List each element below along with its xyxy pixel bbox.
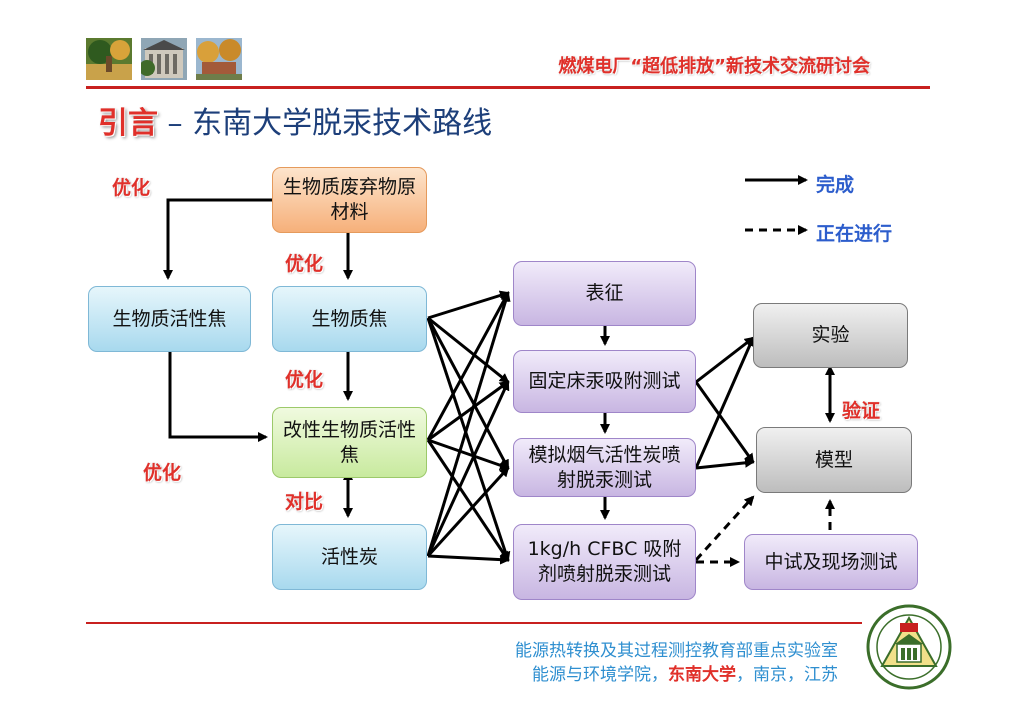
box-pilot: 中试及现场测试 [744,534,918,590]
footer-affiliation-pre: 能源与环境学院， [532,665,668,685]
box-model: 模型 [756,427,912,493]
legend-done-label: 完成 [816,174,855,196]
university-seal-logo [866,604,952,690]
conference-title: 燃煤电厂“超低排放”新技术交流研讨会 [558,56,870,77]
box-cfbc: 1kg/h CFBC 吸附剂喷射脱汞测试 [513,524,696,600]
footer-university: 东南大学 [668,665,736,685]
footer-affiliation: 能源与环境学院，东南大学，南京，江苏 [532,660,838,685]
box-activated-carbon: 活性炭 [272,524,427,590]
box-simulated-flue: 模拟烟气活性炭喷射脱汞测试 [513,438,696,497]
label-compare: 对比 [285,491,324,513]
box-modified-char: 改性生物质活性焦 [272,407,427,478]
label-verify: 验证 [842,400,881,422]
box-raw-material: 生物质废弃物原材料 [272,167,427,233]
box-biochar: 生物质焦 [272,286,427,352]
arrow-raw-to-activated-coke [163,198,272,280]
label-optimize-left: 优化 [112,177,151,199]
footer-lab: 能源热转换及其过程测控教育部重点实验室 [515,641,838,661]
page-title: 引言 – 东南大学脱汞技术路线 [98,98,492,142]
box-fixed-bed: 固定床汞吸附测试 [513,350,696,413]
title-text: 东南大学脱汞技术路线 [192,106,493,141]
label-optimize-center-top: 优化 [285,253,324,275]
arrow-coke-to-modified [168,352,268,442]
campus-photo-1 [86,38,132,80]
box-activated-coke: 生物质活性焦 [88,286,251,352]
campus-photo-2 [141,38,187,80]
footer-affiliation-post: ，南京，江苏 [736,665,838,685]
header-divider [86,86,930,89]
label-optimize-left-low: 优化 [143,462,182,484]
title-highlight: 引言 [98,106,158,141]
label-optimize-center-mid: 优化 [285,369,324,391]
legend-in-progress-label: 正在进行 [816,223,893,245]
box-experiment: 实验 [753,303,908,368]
box-characterization: 表征 [513,261,696,326]
footer-divider [86,622,862,624]
title-dash: – [167,106,183,141]
campus-photo-3 [196,38,242,80]
